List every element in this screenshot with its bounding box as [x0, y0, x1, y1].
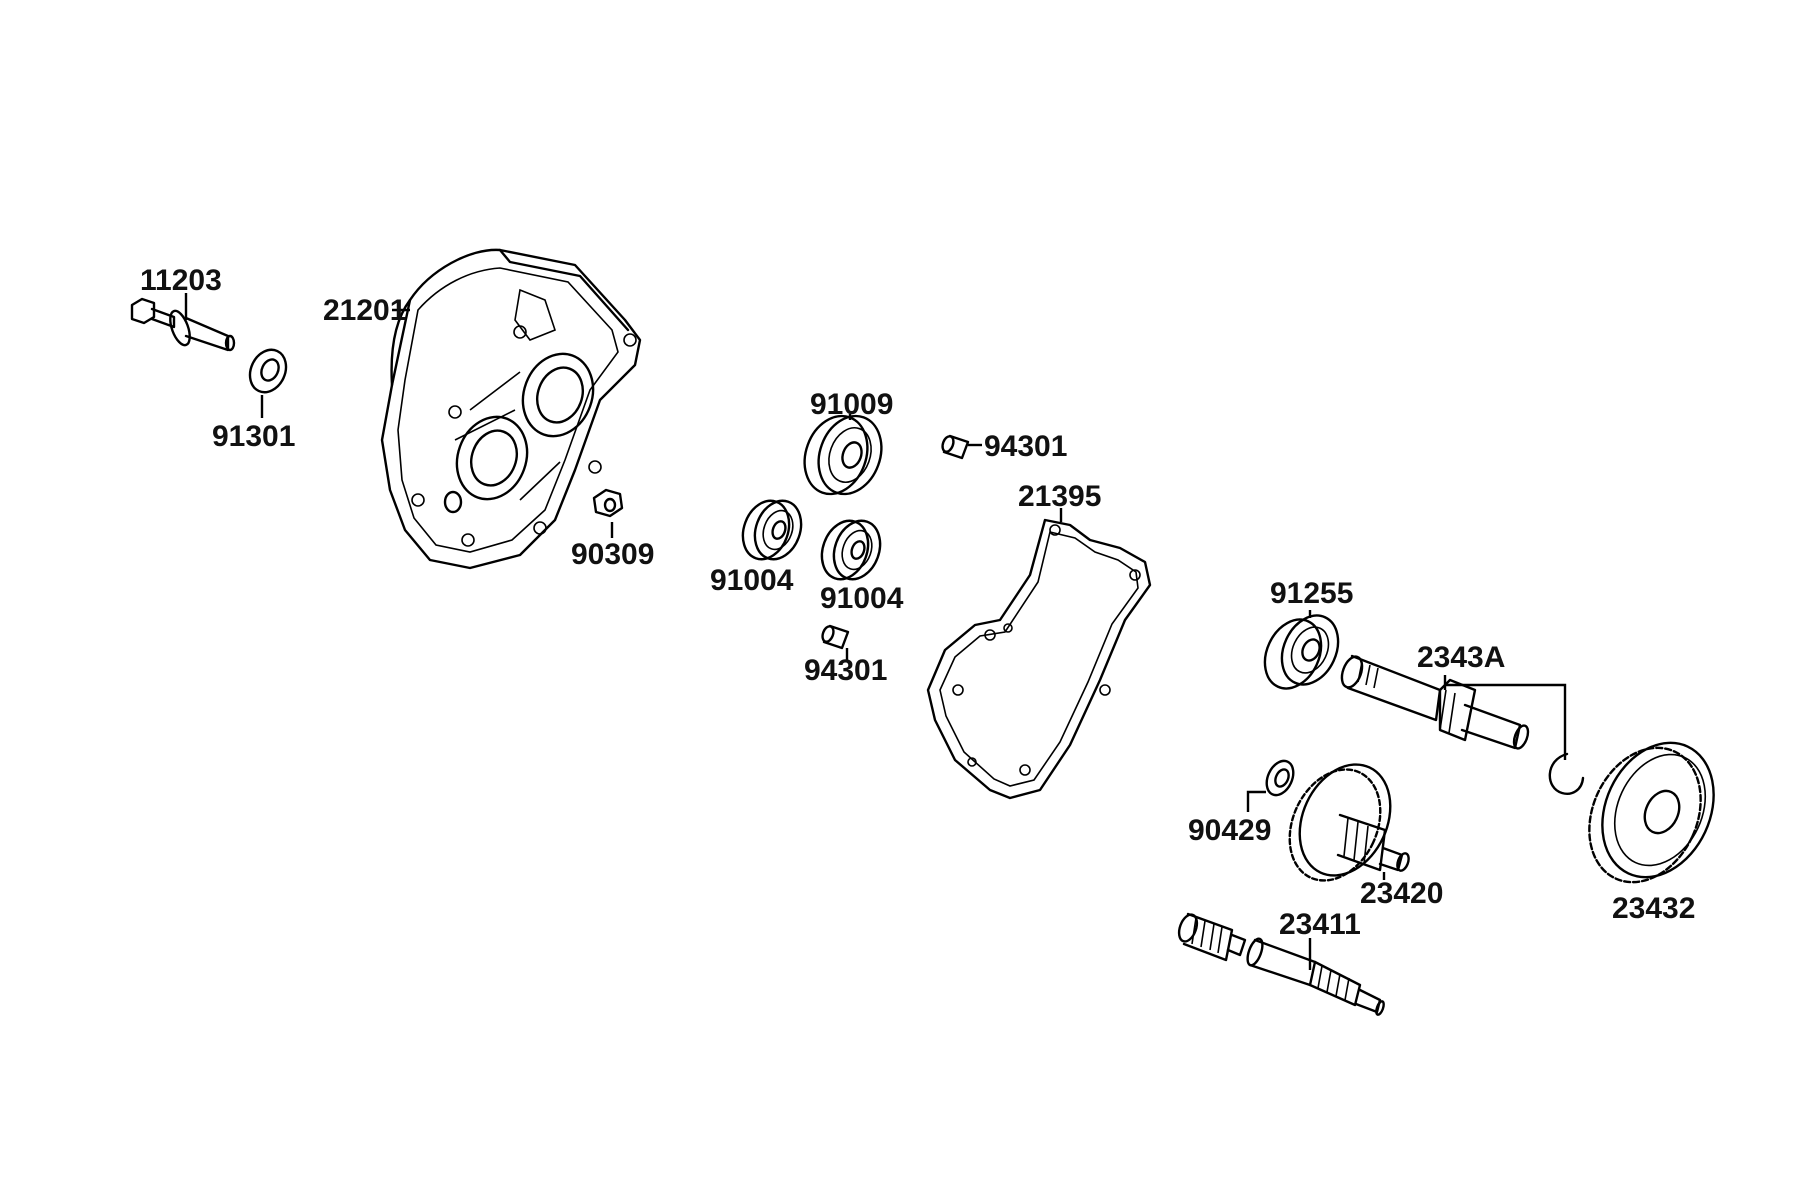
- main-shaft-23411-drawing[interactable]: [1176, 912, 1386, 1016]
- circlip-2343A-drawing[interactable]: [1548, 752, 1585, 795]
- washer-91301-drawing[interactable]: [243, 344, 292, 398]
- bearing-91004-right-drawing[interactable]: [814, 514, 888, 585]
- part-number-23420: 23420: [1360, 877, 1443, 910]
- bolt-11203-drawing[interactable]: [130, 297, 236, 352]
- part-number-94301-top: 94301: [984, 430, 1067, 463]
- gasket-21395-drawing[interactable]: [926, 518, 1152, 800]
- thrust-washer-90429-drawing[interactable]: [1262, 757, 1299, 800]
- part-number-91009: 91009: [810, 388, 893, 421]
- counter-gear-23420-drawing[interactable]: [1272, 750, 1410, 896]
- part-number-91004-right: 91004: [820, 582, 904, 615]
- part-number-23432: 23432: [1612, 892, 1695, 925]
- part-number-91255: 91255: [1270, 577, 1353, 610]
- part-number-23411: 23411: [1279, 908, 1361, 941]
- part-number-91301: 91301: [212, 420, 295, 453]
- drive-shaft-2343A-drawing[interactable]: [1338, 654, 1531, 750]
- dowel-94301-bottom-drawing[interactable]: [821, 624, 850, 650]
- nut-90309-drawing[interactable]: [592, 488, 624, 518]
- part-number-90429: 90429: [1188, 814, 1271, 847]
- part-number-21201: 21201: [323, 294, 406, 327]
- dowel-94301-top-drawing[interactable]: [941, 434, 970, 460]
- transmission-cover-21201-drawing[interactable]: [380, 248, 642, 570]
- final-gear-23432-drawing[interactable]: [1568, 725, 1734, 901]
- bearing-91009-drawing[interactable]: [794, 407, 892, 503]
- bearing-91004-left-drawing[interactable]: [735, 494, 809, 565]
- part-number-94301-bottom: 94301: [804, 654, 887, 687]
- part-number-11203: 11203: [140, 264, 222, 297]
- part-number-2343A: 2343A: [1417, 641, 1505, 674]
- part-number-91004-left: 91004: [710, 564, 794, 597]
- bearing-91255-drawing[interactable]: [1254, 606, 1349, 697]
- part-number-90309: 90309: [571, 538, 654, 571]
- part-number-21395: 21395: [1018, 480, 1101, 513]
